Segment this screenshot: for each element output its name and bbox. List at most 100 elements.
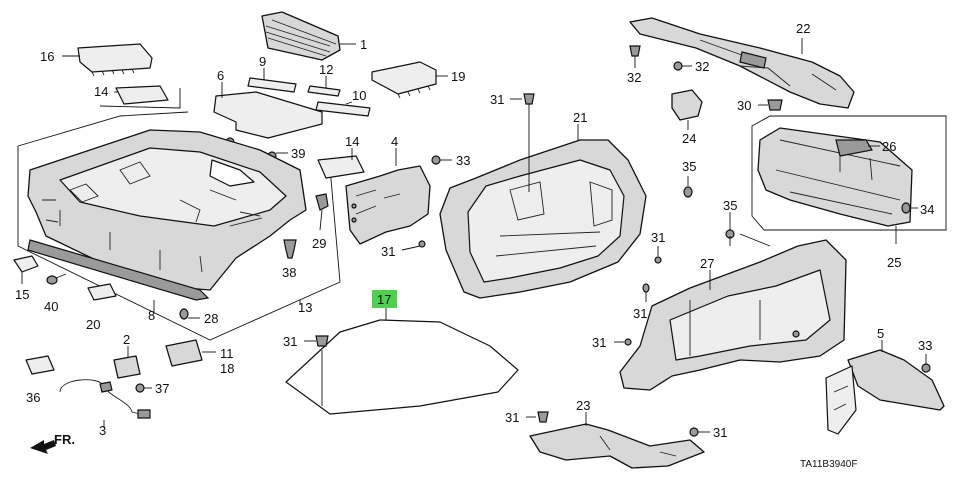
callout-17: 17 — [377, 292, 391, 307]
part-14-pad-left — [99, 85, 181, 109]
callout-31-g: 31 — [505, 410, 519, 425]
callout-40: 40 — [44, 299, 58, 314]
part-17-floor-mat — [285, 306, 519, 415]
part-34-clip — [901, 202, 918, 214]
part-36-pad — [25, 355, 55, 375]
callout-9: 9 — [259, 54, 266, 69]
callout-19: 19 — [451, 69, 465, 84]
direction-label: FR. — [54, 432, 75, 447]
part-20-cap — [87, 283, 117, 301]
part-32-clip-a — [629, 45, 641, 68]
callout-4: 4 — [391, 134, 398, 149]
part-13-rear-shelf — [17, 111, 341, 341]
callout-2: 2 — [123, 332, 130, 347]
callout-24: 24 — [682, 131, 696, 146]
callout-31-c: 31 — [651, 230, 665, 245]
callout-31-h: 31 — [713, 425, 727, 440]
part-1-vent — [261, 11, 341, 61]
callout-6: 6 — [217, 68, 224, 83]
part-5-corner-trim — [825, 340, 945, 435]
callout-29: 29 — [312, 236, 326, 251]
callout-31-e: 31 — [592, 335, 606, 350]
part-31-clip-d — [642, 283, 650, 302]
part-31-clip-g — [526, 411, 549, 423]
part-23-bracket — [529, 412, 705, 469]
callout-22: 22 — [796, 21, 810, 36]
part-26-cover — [835, 139, 880, 157]
callout-39-b: 39 — [291, 146, 305, 161]
callout-36: 36 — [26, 390, 40, 405]
part-24-bracket — [671, 89, 703, 130]
part-6-mat — [213, 91, 323, 139]
part-40-screw — [46, 273, 67, 285]
callout-38: 38 — [282, 265, 296, 280]
part-31-clip-f — [304, 335, 329, 347]
callout-8: 8 — [148, 308, 155, 323]
callout-20: 20 — [86, 317, 100, 332]
part-31-clip-h — [689, 427, 710, 437]
part-15-cap — [13, 255, 39, 273]
callout-16: 16 — [40, 49, 54, 64]
callout-35-lower: 35 — [723, 198, 737, 213]
diagram-code: TA11B3940F — [800, 459, 857, 470]
callout-26: 26 — [882, 139, 896, 154]
callout-33-lower: 33 — [918, 338, 932, 353]
part-31-clip-e — [614, 338, 632, 346]
callout-14-left: 14 — [94, 84, 108, 99]
callout-14-right: 14 — [345, 134, 359, 149]
callout-33-upper: 33 — [456, 153, 470, 168]
part-8-strip — [27, 239, 210, 301]
callout-1: 1 — [360, 37, 367, 52]
callout-23: 23 — [576, 398, 590, 413]
callout-32-a: 32 — [627, 70, 641, 85]
callout-27: 27 — [700, 256, 714, 271]
part-37-screw — [135, 383, 152, 393]
callout-30: 30 — [737, 98, 751, 113]
part-31-clip-b — [510, 93, 535, 192]
callout-32-b: 32 — [695, 59, 709, 74]
part-16-cover — [77, 43, 153, 77]
part-12-bar — [307, 85, 341, 97]
part-3-cable — [59, 379, 151, 428]
front-direction-arrow: FR. — [30, 432, 75, 454]
part-30-clip — [758, 99, 783, 111]
part-35-clip-upper — [683, 176, 693, 198]
callout-28: 28 — [204, 311, 218, 326]
part-35-clip-lower — [725, 212, 735, 239]
part-2-sensor — [113, 346, 141, 379]
part-11-bracket — [165, 339, 203, 367]
part-27-side-trim — [619, 233, 847, 391]
callout-31-b: 31 — [490, 92, 504, 107]
part-14-pad-right — [317, 155, 365, 179]
part-4-side-trim — [345, 165, 431, 245]
part-22-rail — [629, 17, 855, 109]
part-29-clip — [315, 193, 329, 231]
part-31-clip-c — [654, 246, 662, 264]
part-32-clip-b — [673, 61, 692, 71]
callout-5: 5 — [877, 326, 884, 341]
part-28-screw — [179, 308, 200, 320]
callout-34: 34 — [920, 202, 934, 217]
callout-18: 18 — [220, 361, 234, 376]
callout-15: 15 — [15, 287, 29, 302]
callout-21: 21 — [573, 110, 587, 125]
part-10-bar — [315, 101, 371, 117]
callout-10: 10 — [352, 88, 366, 103]
callout-17-highlight — [372, 290, 397, 308]
part-31-clip-a — [401, 240, 426, 251]
part-25-panel — [751, 115, 947, 231]
part-19-cover — [371, 61, 437, 99]
callout-11: 11 — [220, 346, 234, 361]
part-33-clip-upper — [431, 155, 452, 165]
callout-35-upper: 35 — [682, 159, 696, 174]
part-9-bar — [247, 77, 297, 93]
callout-31-f: 31 — [283, 334, 297, 349]
callout-3: 3 — [99, 423, 106, 438]
part-38-clip — [283, 239, 297, 259]
callout-31-a: 31 — [381, 244, 395, 259]
callout-13: 13 — [298, 300, 312, 315]
callout-25: 25 — [887, 255, 901, 270]
part-33-clip-lower — [921, 354, 931, 373]
callout-31-d: 31 — [633, 306, 647, 321]
callout-37: 37 — [155, 381, 169, 396]
